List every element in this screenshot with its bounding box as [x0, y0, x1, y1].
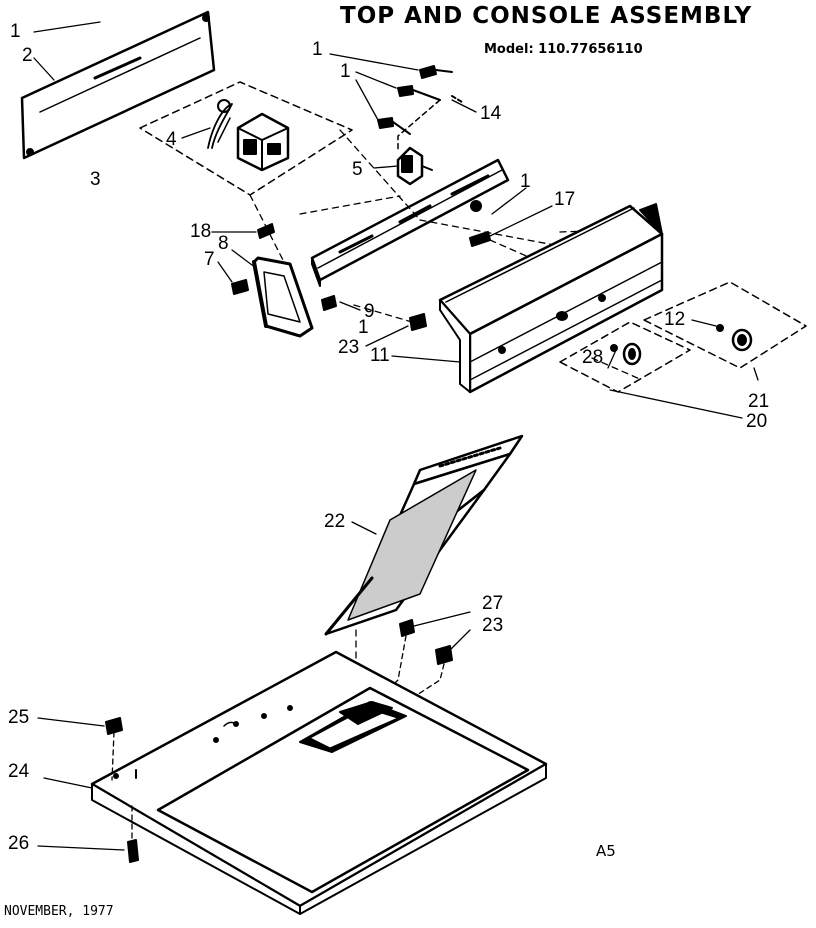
clip-25 [105, 717, 123, 735]
callout-8: 8 [218, 233, 229, 254]
callout-1-lower: 1 [358, 317, 369, 338]
screw-26 [127, 839, 139, 863]
knob-group-20-outline [559, 321, 691, 393]
callout-26: 26 [8, 833, 30, 854]
electrical-group-outline [139, 81, 353, 196]
clip-7 [231, 279, 249, 295]
leader-lines [33, 21, 759, 851]
model-number: Model: 110.77656110 [484, 42, 643, 57]
knob-12 [716, 324, 753, 352]
screws-top [377, 65, 463, 151]
callout-1-right-c: 1 [520, 171, 531, 192]
clip-23-top [409, 313, 427, 331]
callout-5: 5 [352, 159, 363, 180]
screw-9 [321, 295, 337, 311]
switch-part [396, 146, 433, 186]
callout-14: 14 [480, 103, 502, 124]
timer-part [236, 112, 290, 172]
callout-2: 2 [22, 45, 33, 66]
callout-7: 7 [204, 249, 215, 270]
callout-1-right-a: 1 [312, 39, 323, 60]
callout-23-top: 23 [338, 337, 360, 358]
console-part [438, 203, 664, 394]
back-panel-part [20, 10, 216, 160]
publication-date: NOVEMBER, 1977 [4, 904, 114, 919]
callout-21: 21 [748, 391, 770, 412]
callout-23-bottom: 23 [482, 615, 504, 636]
wire-harness-part [207, 99, 233, 149]
screw-18 [257, 223, 275, 239]
callout-22: 22 [324, 511, 346, 532]
knob-28 [622, 342, 642, 366]
page-code: A5 [596, 842, 616, 860]
callout-1-right-b: 1 [340, 61, 351, 82]
callout-18: 18 [190, 221, 212, 242]
screw-17 [469, 231, 491, 247]
end-cap-part [252, 256, 314, 338]
callout-12: 12 [664, 309, 686, 330]
callout-9: 9 [364, 301, 375, 322]
dryer-top-part [90, 650, 548, 915]
callout-1: 1 [10, 21, 21, 42]
callout-24: 24 [8, 761, 30, 782]
lint-screen-part [324, 434, 524, 636]
callout-4: 4 [166, 129, 177, 150]
callout-3: 3 [90, 169, 101, 190]
callout-28: 28 [582, 347, 604, 368]
callout-20: 20 [746, 411, 768, 432]
callout-27: 27 [482, 593, 504, 614]
screw-27 [399, 619, 415, 637]
diagram-title: TOP AND CONSOLE ASSEMBLY [340, 3, 753, 29]
callout-25: 25 [8, 707, 30, 728]
callout-11: 11 [370, 345, 390, 366]
knob-group-21-outline [643, 281, 807, 369]
clip-23-bottom [435, 645, 453, 665]
support-bracket-part [310, 158, 510, 287]
callout-17: 17 [554, 189, 576, 210]
